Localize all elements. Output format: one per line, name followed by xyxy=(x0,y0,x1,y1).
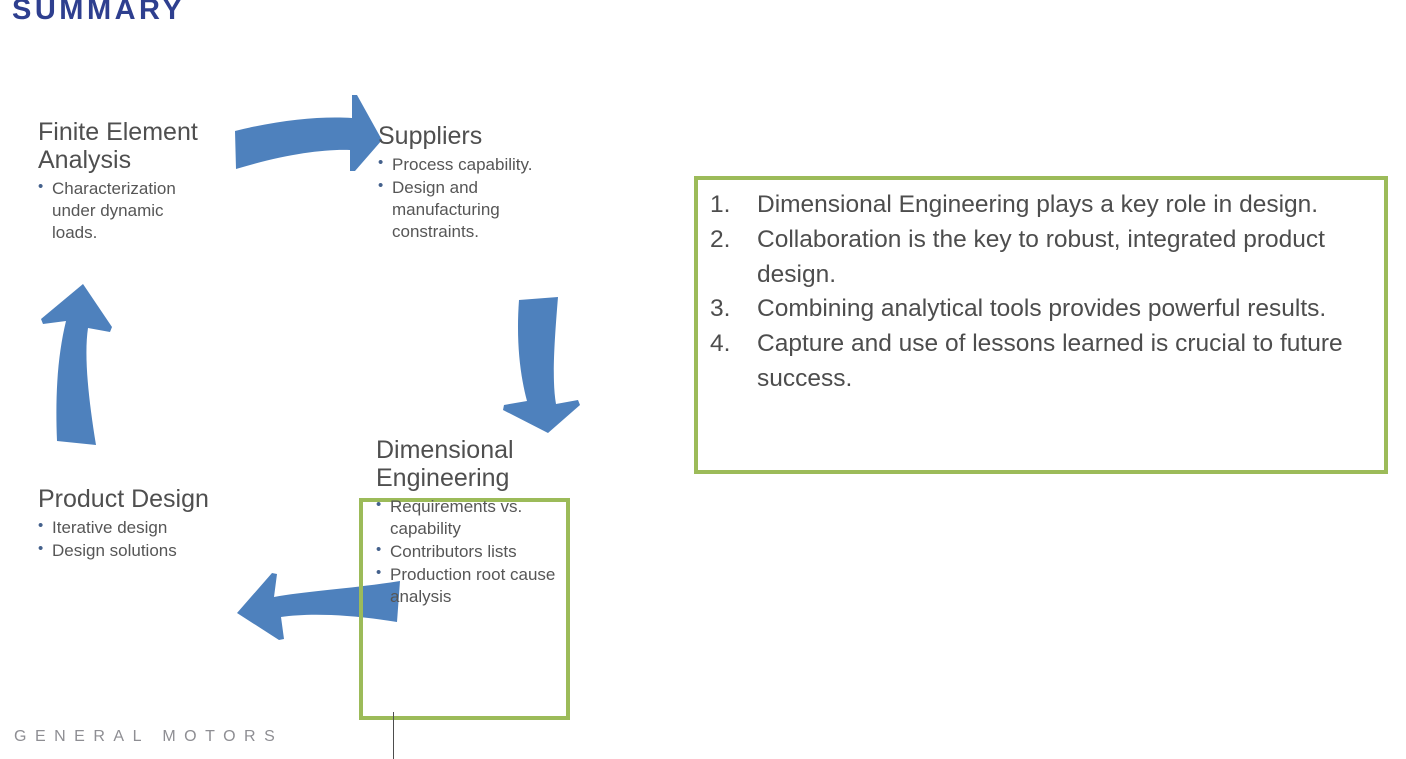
page-title: SUMMARY xyxy=(12,0,186,26)
list-item-text: Combining analytical tools provides powe… xyxy=(757,295,1327,323)
list-item: Requirements vs. capability xyxy=(376,495,561,540)
footer-divider xyxy=(393,712,394,759)
list-item-number: 1. xyxy=(710,191,731,218)
cycle-diagram: Finite Element Analysis Characterization… xyxy=(0,70,640,720)
node-finite-element-analysis: Finite Element Analysis Characterization… xyxy=(38,118,233,245)
list-item-number: 4. xyxy=(710,330,731,358)
list-item: 2. Collaboration is the key to robust, i… xyxy=(704,223,1380,293)
node-suppliers: Suppliers Process capability. Design and… xyxy=(378,122,578,244)
list-item: 3. Combining analytical tools provides p… xyxy=(704,292,1380,327)
node-title: Finite Element Analysis xyxy=(38,118,198,174)
list-item: Process capability. xyxy=(378,153,573,176)
list-item: Contributors lists xyxy=(376,540,561,563)
arrow-right-down-icon xyxy=(503,297,580,433)
node-bullet-list: Requirements vs. capability Contributors… xyxy=(376,495,561,608)
list-item-number: 3. xyxy=(710,295,731,323)
list-item-text: Dimensional Engineering plays a key role… xyxy=(757,191,1319,218)
list-item: 4. Capture and use of lessons learned is… xyxy=(704,327,1380,397)
node-bullet-list: Iterative design Design solutions xyxy=(38,516,268,562)
list-item-number: 2. xyxy=(710,225,731,253)
node-bullet-list: Characterization under dynamic loads. xyxy=(38,177,213,244)
footer-brand-wordmark: GENERAL MOTORS xyxy=(14,728,284,745)
node-title: Dimensional Engineering xyxy=(376,436,514,492)
node-title: Suppliers xyxy=(378,122,483,150)
takeaways-box xyxy=(694,176,1388,474)
takeaways-list: 1. Dimensional Engineering plays a key r… xyxy=(704,188,1380,397)
list-item: Design and manufacturing constraints. xyxy=(378,176,573,243)
node-dimensional-engineering: Dimensional Engineering Requirements vs.… xyxy=(376,436,561,609)
list-item: Iterative design xyxy=(38,516,268,539)
list-item: Characterization under dynamic loads. xyxy=(38,177,213,244)
list-item-text: Collaboration is the key to robust, inte… xyxy=(757,225,1325,288)
arrow-top-right-icon xyxy=(235,95,382,171)
arrow-left-up-icon xyxy=(41,284,112,445)
list-item: 1. Dimensional Engineering plays a key r… xyxy=(704,188,1380,223)
node-product-design: Product Design Iterative design Design s… xyxy=(38,485,268,563)
node-bullet-list: Process capability. Design and manufactu… xyxy=(378,153,573,243)
node-title: Product Design xyxy=(38,485,209,513)
list-item: Production root cause analysis xyxy=(376,563,561,608)
list-item-text: Capture and use of lessons learned is cr… xyxy=(757,330,1343,392)
list-item: Design solutions xyxy=(38,539,268,562)
